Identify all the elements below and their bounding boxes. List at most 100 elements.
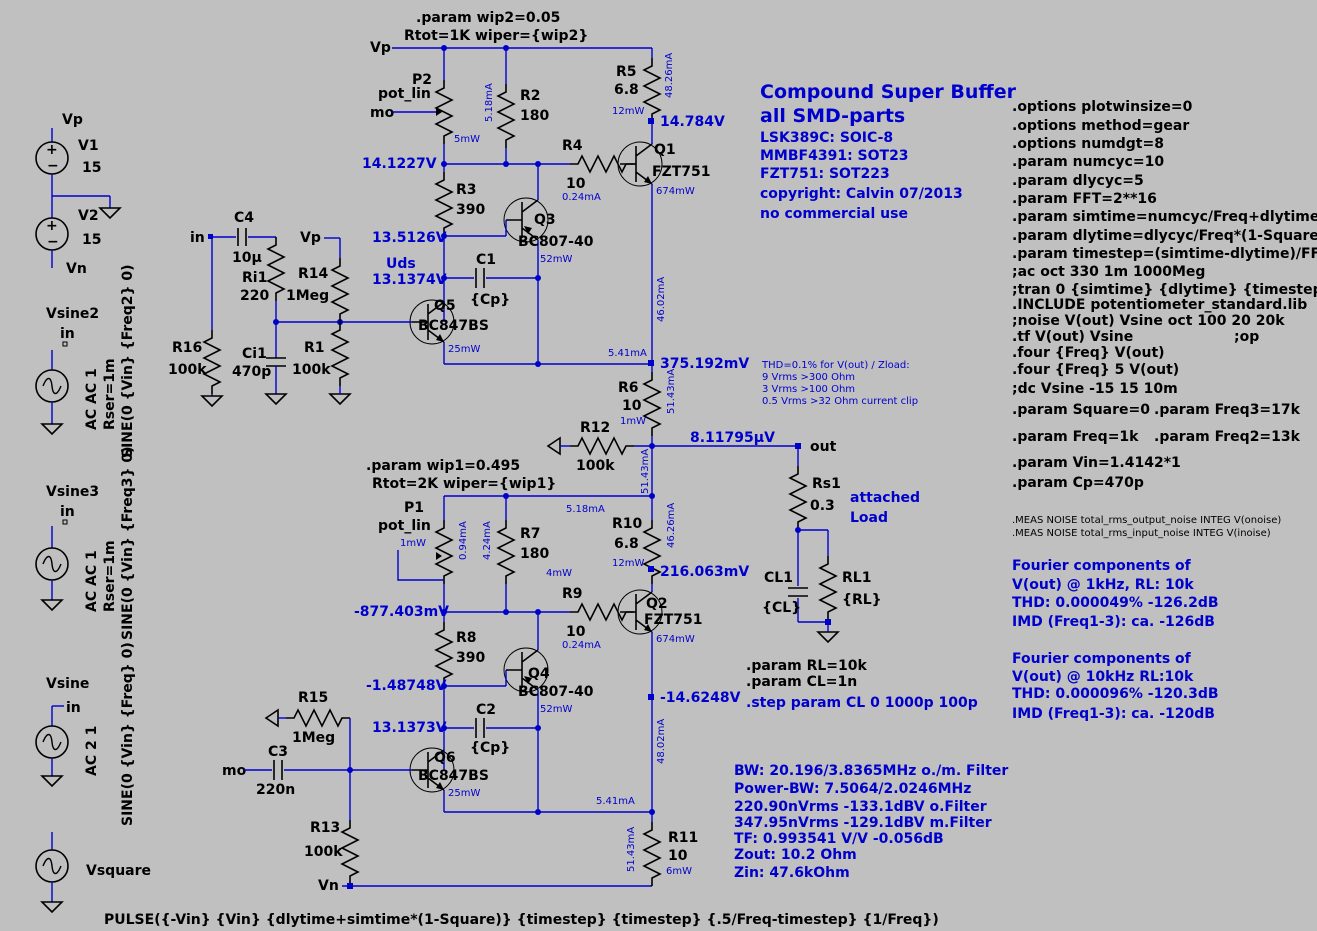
svg-text:5.18mA: 5.18mA xyxy=(484,83,495,122)
fourier-results: Fourier components of V(out) @ 1kHz, RL:… xyxy=(1012,558,1219,722)
svg-text:FZT751: SOT223: FZT751: SOT223 xyxy=(760,166,890,182)
input-network: in C4 10µ R16 100k Ri1 220 Ci1 470p Vp R… xyxy=(168,210,412,407)
svg-text:Fourier components of: Fourier components of xyxy=(1012,558,1192,574)
svg-text:10: 10 xyxy=(566,624,586,640)
svg-text:THD: 0.000096% -120.3dB: THD: 0.000096% -120.3dB xyxy=(1012,686,1219,702)
svg-text:10: 10 xyxy=(668,848,688,864)
svg-text:100k: 100k xyxy=(168,362,207,378)
svg-text:Vp: Vp xyxy=(370,40,391,56)
svg-text:Q1: Q1 xyxy=(654,142,676,158)
svg-text:180: 180 xyxy=(520,546,549,562)
svg-text:48.02mA: 48.02mA xyxy=(656,719,667,764)
lower-input-network: R15 1Meg mo C3 220n R13 100k Vn R11 10 6… xyxy=(222,690,698,894)
svg-text:46.26mA: 46.26mA xyxy=(666,503,677,548)
svg-text:100k: 100k xyxy=(292,362,331,378)
svg-text:220: 220 xyxy=(240,288,269,304)
svg-text:0.94mA: 0.94mA xyxy=(458,521,469,560)
svg-text:6.8: 6.8 xyxy=(614,82,639,98)
svg-text:.param Freq2=13k: .param Freq2=13k xyxy=(1154,429,1301,445)
svg-text:.options numdgt=8: .options numdgt=8 xyxy=(1012,136,1164,152)
svg-text:Zout: 10.2 Ohm: Zout: 10.2 Ohm xyxy=(734,847,857,863)
svg-text:AC AC 1: AC AC 1 xyxy=(84,550,100,612)
svg-text:Rs1: Rs1 xyxy=(812,476,841,492)
svg-text:R1: R1 xyxy=(304,340,325,356)
svg-text:674mW: 674mW xyxy=(656,634,695,645)
svg-text:Zin: 47.6kOhm: Zin: 47.6kOhm xyxy=(734,865,850,881)
svg-text:pot_lin: pot_lin xyxy=(378,86,431,102)
svg-text:10: 10 xyxy=(566,176,586,192)
svg-text:0.3: 0.3 xyxy=(810,498,835,514)
svg-text:+: + xyxy=(46,142,58,158)
svg-text:R5: R5 xyxy=(616,64,637,80)
lower-rail: .param wip1=0.495 Rtot=2K wiper={wip1} 5… xyxy=(366,458,749,612)
vsquare-name: Vsquare xyxy=(86,863,151,879)
svg-text:5.18mA: 5.18mA xyxy=(566,504,605,515)
page-title: Compound Super Buffer xyxy=(760,81,1017,103)
svg-text:51.43mA: 51.43mA xyxy=(640,449,651,494)
svg-text:SINE(0 {Vin} {Freq3} 0): SINE(0 {Vin} {Freq3} 0) xyxy=(120,446,136,640)
svg-text:0.24mA: 0.24mA xyxy=(562,640,601,651)
svg-text:-1.48748V: -1.48748V xyxy=(366,678,447,694)
svg-text:{RL}: {RL} xyxy=(842,592,882,608)
svg-text:BW: 20.196/3.8365MHz o./m. F: BW: 20.196/3.8365MHz o./m. Filter xyxy=(734,763,1008,779)
svg-text:BC847BS: BC847BS xyxy=(418,768,489,784)
svg-text:52mW: 52mW xyxy=(540,704,572,715)
svg-text:Power-BW: 7.5064/2.0246MHz: Power-BW: 7.5064/2.0246MHz xyxy=(734,781,971,797)
svg-text:390: 390 xyxy=(456,650,485,666)
svg-text:THD: 0.000049% -126.2dB: THD: 0.000049% -126.2dB xyxy=(1012,595,1219,611)
svg-text:TF: 0.993541 V/V -0.056dB: TF: 0.993541 V/V -0.056dB xyxy=(734,831,944,847)
svg-text:pot_lin: pot_lin xyxy=(378,518,431,534)
svg-text:.step param CL 0 1000p 100p: .step param CL 0 1000p 100p xyxy=(746,695,978,711)
svg-text:10: 10 xyxy=(622,398,642,414)
source-v2: +− V2 15 Vn xyxy=(35,208,101,277)
svg-text:;noise V(out) Vsine oct 100 20: ;noise V(out) Vsine oct 100 20 20k xyxy=(1012,313,1285,329)
svg-text:C2: C2 xyxy=(476,702,496,718)
p2-spec: Rtot=1K wiper={wip2} xyxy=(404,28,588,44)
svg-text:BC807-40: BC807-40 xyxy=(518,684,594,700)
svg-text:.param dlytime=dlycyc/Freq*(1-: .param dlytime=dlycyc/Freq*(1-Square) xyxy=(1012,228,1317,244)
svg-text:R6: R6 xyxy=(618,380,639,396)
svg-text:25mW: 25mW xyxy=(448,344,480,355)
svg-text:1mW: 1mW xyxy=(400,538,426,549)
load-params: .param RL=10k .param CL=1n .step param C… xyxy=(746,658,978,711)
svg-text:180: 180 xyxy=(520,108,549,124)
svg-text:RL1: RL1 xyxy=(842,570,871,586)
svg-text:;dc Vsine -15 15 10m: ;dc Vsine -15 15 10m xyxy=(1012,381,1178,397)
svg-text:4mW: 4mW xyxy=(546,568,572,579)
svg-text:no commercial use: no commercial use xyxy=(760,206,908,222)
output-stage: R6 10 1mW 51.43mA THD=0.1% for V(out) / … xyxy=(546,360,920,643)
svg-text:P1: P1 xyxy=(404,500,424,516)
svg-text:{CL}: {CL} xyxy=(762,600,801,616)
svg-text:390: 390 xyxy=(456,202,485,218)
svg-text:.options method=gear: .options method=gear xyxy=(1012,118,1189,134)
svg-text:THD=0.1% for V(out) / Zload:: THD=0.1% for V(out) / Zload: xyxy=(761,360,910,371)
svg-text:LSK389C: SOIC-8: LSK389C: SOIC-8 xyxy=(760,130,893,146)
svg-text:out: out xyxy=(810,439,837,455)
svg-text:375.192mV: 375.192mV xyxy=(660,356,749,372)
svg-text:IMD (Freq1-3): ca. -126dB: IMD (Freq1-3): ca. -126dB xyxy=(1012,614,1215,630)
svg-text:Vn: Vn xyxy=(318,878,339,894)
svg-text:1mW: 1mW xyxy=(620,416,646,427)
svg-text:{Cp}: {Cp} xyxy=(470,740,510,756)
svg-text:AC 2 1: AC 2 1 xyxy=(84,726,100,776)
svg-text:.param FFT=2**16: .param FFT=2**16 xyxy=(1012,191,1157,207)
svg-text:0.24mA: 0.24mA xyxy=(562,192,601,203)
svg-text:Uds: Uds xyxy=(386,256,416,272)
vsine2-name: Vsine2 xyxy=(46,306,99,322)
svg-text:BC807-40: BC807-40 xyxy=(518,234,594,250)
svg-text:C3: C3 xyxy=(268,744,288,760)
directives: .options plotwinsize=0 .options method=g… xyxy=(1012,99,1317,539)
svg-text:Q3: Q3 xyxy=(534,212,556,228)
svg-text:100k: 100k xyxy=(576,458,615,474)
svg-text:6.8: 6.8 xyxy=(614,536,639,552)
svg-text:;tran 0 {simtime} {dlytime} {t: ;tran 0 {simtime} {dlytime} {timestep} xyxy=(1012,282,1317,298)
svg-text:.param Vin=1.4142*1: .param Vin=1.4142*1 xyxy=(1012,455,1181,471)
v1-value: 15 xyxy=(82,160,101,176)
svg-text:12mW: 12mW xyxy=(612,106,644,117)
v2-value: 15 xyxy=(82,232,101,248)
v2-name: V2 xyxy=(78,208,99,224)
source-vsine3: Vsine3 in AC AC 1 Rser=1m SINE(0 {Vin} {… xyxy=(35,446,136,640)
svg-text:.INCLUDE potentiometer_standar: .INCLUDE potentiometer_standard.lib xyxy=(1012,297,1307,313)
svg-text:C4: C4 xyxy=(234,210,254,226)
svg-text:{Cp}: {Cp} xyxy=(470,292,510,308)
